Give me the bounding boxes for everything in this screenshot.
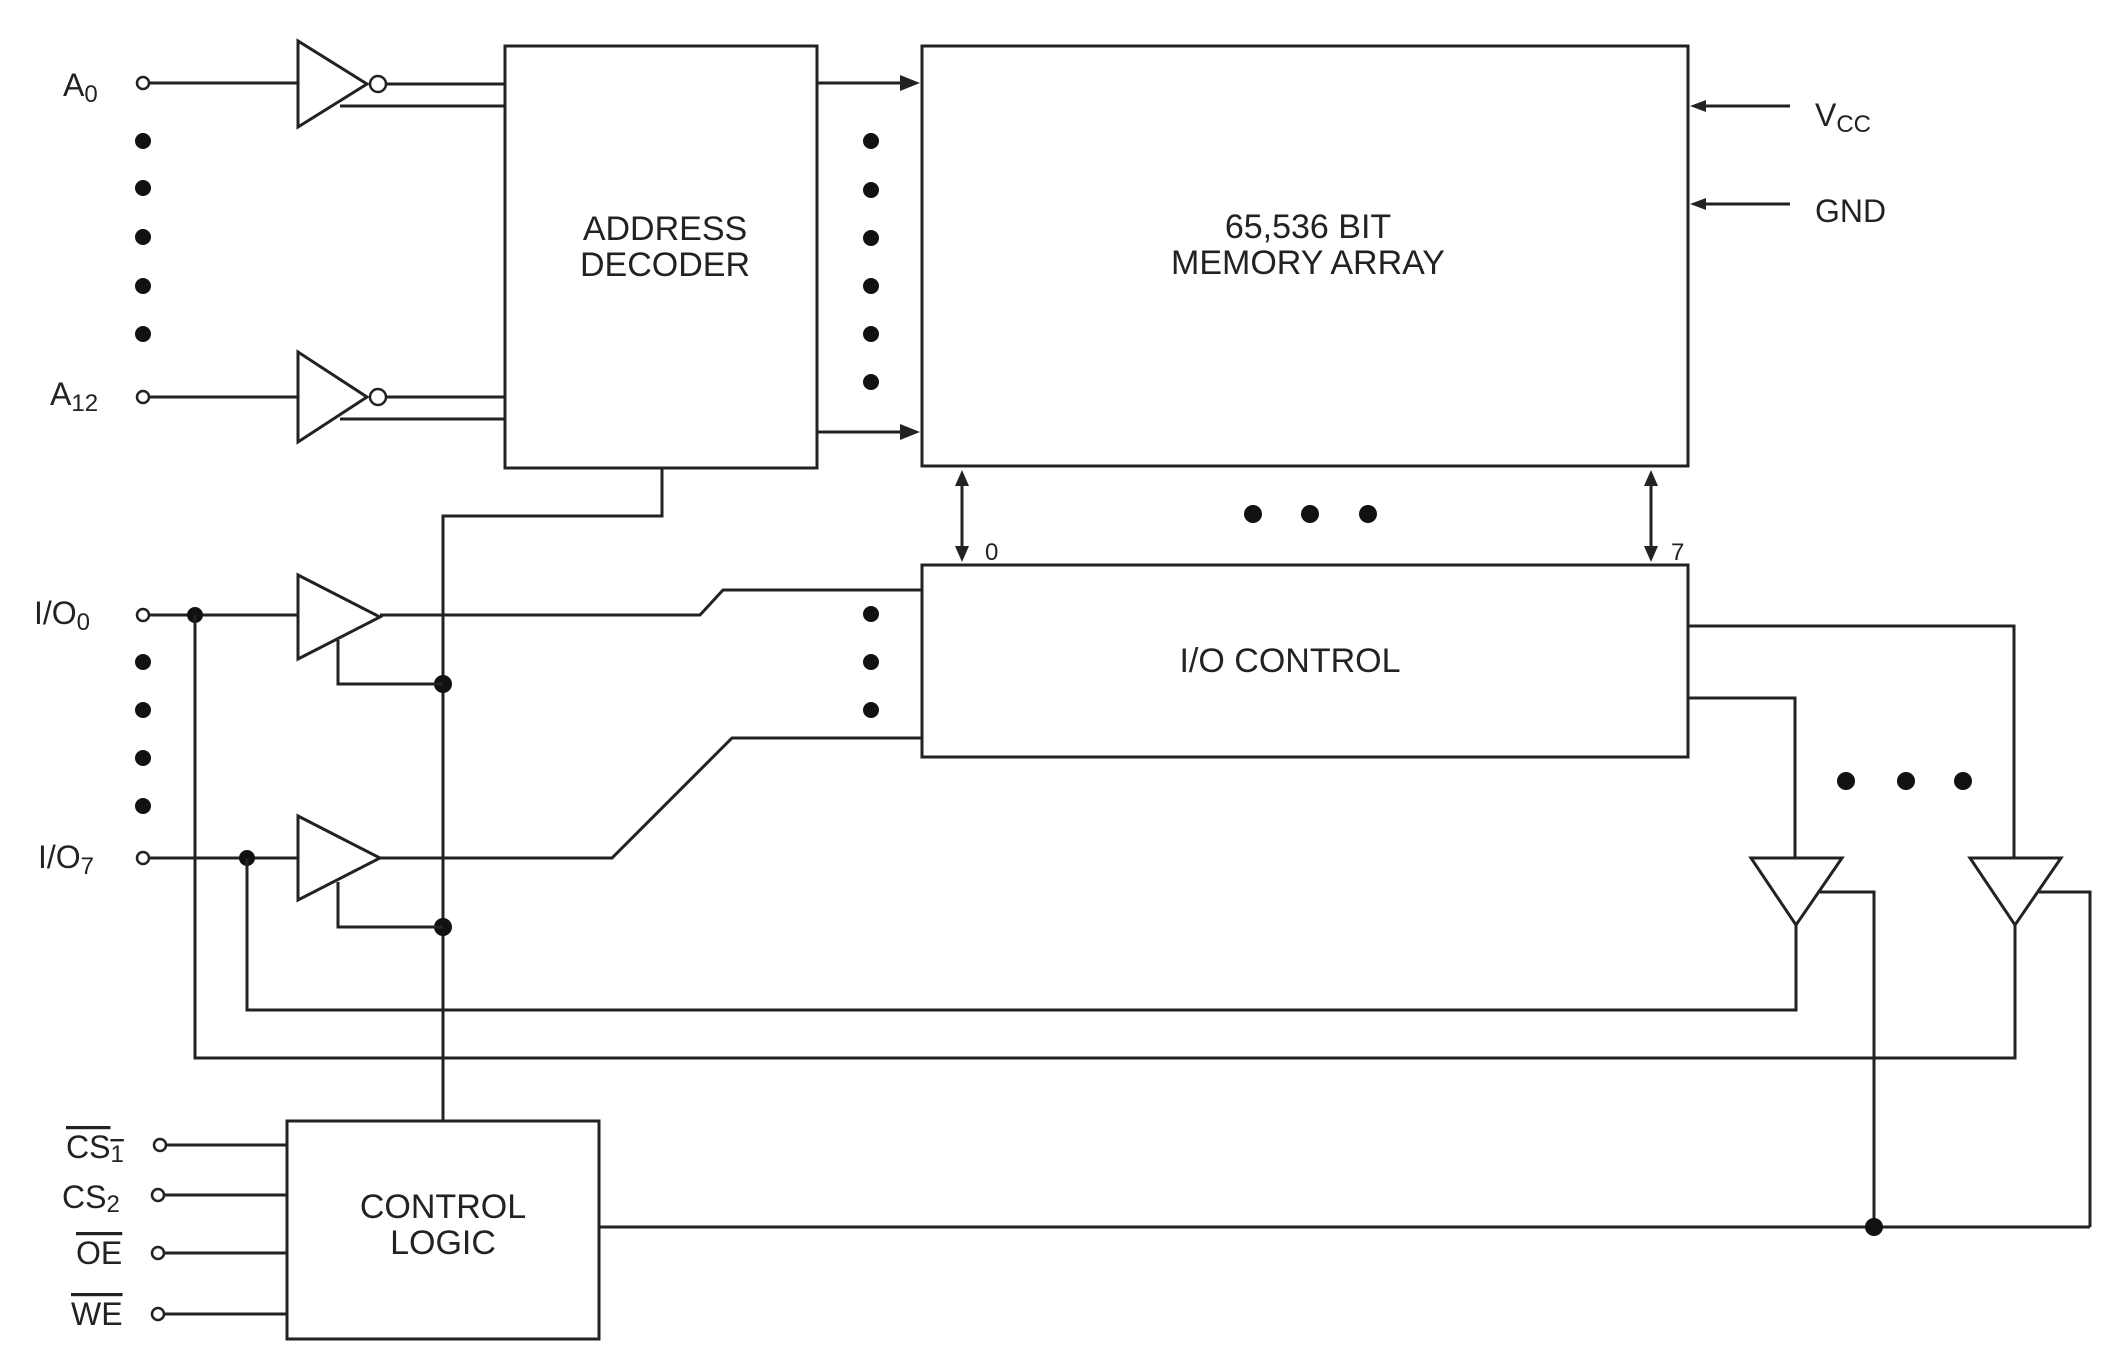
bus-bit7-label: 7: [1671, 539, 1684, 566]
cs2-label: CS2: [62, 1179, 120, 1218]
vcc-arrowhead: [1690, 100, 1706, 112]
a0-inverter: [296, 38, 370, 130]
output-buffer-io0: [1967, 856, 2064, 928]
cs1-label: CS1: [66, 1129, 124, 1168]
memory-array-block: 65,536 BIT MEMORY ARRAY: [920, 44, 1690, 468]
io-control-block: I/O CONTROL: [920, 563, 1690, 759]
address-decoder-label-line2: DECODER: [580, 246, 750, 284]
output-enable-line: [599, 1218, 2090, 1236]
decoder-to-memory-lines: [817, 75, 920, 440]
io0-label: I/O0: [34, 595, 90, 636]
memory-array-label-line1: 65,536 BIT: [1225, 208, 1391, 246]
a12-label: A12: [50, 376, 98, 417]
power-inputs: VCC GND: [1690, 97, 1886, 229]
oe-pin: [150, 1245, 166, 1261]
control-logic-label-line1: CONTROL: [360, 1188, 526, 1226]
a12-inverter-bubble: [368, 387, 388, 407]
vcc-label: VCC: [1815, 97, 1871, 138]
cs2-pin: [150, 1187, 166, 1203]
bus-bit0-label: 0: [985, 539, 998, 566]
gnd-label: GND: [1815, 193, 1886, 229]
enable-bus: [434, 468, 664, 1121]
cs1-pin: [152, 1137, 168, 1153]
control-logic-label-line2: LOGIC: [390, 1224, 496, 1262]
io0-pin: [135, 607, 151, 623]
a0-pin: [135, 75, 151, 91]
a0-label: A0: [63, 67, 98, 108]
a0-inverter-bubble: [368, 74, 388, 94]
address-input-a12: A12: [50, 349, 505, 445]
memory-array-label-line2: MEMORY ARRAY: [1171, 244, 1445, 282]
io7-input-buffer: [296, 813, 384, 903]
address-ellipsis-dots: [135, 133, 151, 342]
address-decoder-label-line1: ADDRESS: [583, 210, 747, 248]
control-inputs: CS1 CS2 OE WE: [62, 1129, 287, 1332]
address-decoder-block: ADDRESS DECODER: [503, 44, 819, 470]
a12-pin: [135, 389, 151, 405]
io7-label: I/O7: [38, 839, 94, 880]
io0-channel: I/O0: [34, 572, 922, 686]
we-label: WE: [71, 1296, 123, 1332]
oe-label: OE: [76, 1235, 122, 1271]
io7-pin: [135, 850, 151, 866]
we-pin: [150, 1306, 166, 1322]
io7-channel: I/O7: [38, 736, 922, 929]
control-logic-block: CONTROL LOGIC: [285, 1119, 601, 1341]
address-input-a0: A0: [63, 38, 505, 130]
gnd-arrowhead: [1690, 198, 1706, 210]
memory-io-bus: 0 7: [955, 470, 1684, 566]
a12-inverter: [296, 349, 370, 445]
output-buffer-io7: [1748, 856, 1845, 928]
io0-input-buffer: [296, 572, 384, 662]
output-buffers: [193, 615, 2092, 1227]
io-control-label: I/O CONTROL: [1179, 642, 1400, 680]
io-ellipsis-dots: [135, 606, 879, 814]
